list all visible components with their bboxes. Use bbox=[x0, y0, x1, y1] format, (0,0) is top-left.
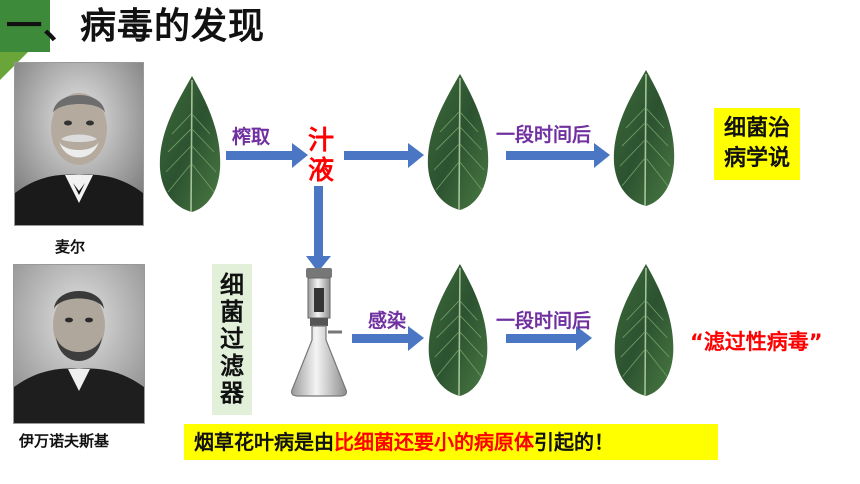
conclusion-part1: 烟草花叶病是由 bbox=[194, 430, 334, 454]
label-infect: 感染 bbox=[368, 310, 407, 332]
title-text: 病毒的发现 bbox=[80, 6, 266, 47]
theory-box: 细菌治 病学说 bbox=[714, 108, 801, 180]
conclusion-part3: 引起的！ bbox=[534, 430, 614, 454]
title-number: 一、 bbox=[6, 6, 81, 47]
conclusion-highlight: 比细菌还要小的病原体 bbox=[334, 430, 534, 454]
arrow-juice-to-leaf bbox=[344, 143, 424, 168]
arrow-juice-down bbox=[306, 186, 331, 272]
arrow-time-top bbox=[506, 143, 610, 168]
label-after-time-top: 一段时间后 bbox=[496, 124, 592, 146]
leaf-filtrate-treated-icon bbox=[426, 262, 490, 398]
filter-label: 细 菌 过 滤 器 bbox=[212, 264, 252, 415]
arrow-squeeze bbox=[226, 143, 308, 168]
leaf-diseased-bottom-icon bbox=[612, 262, 676, 398]
arrow-infect bbox=[352, 326, 424, 351]
leaf-diseased-top-icon bbox=[612, 68, 676, 208]
filter-char: 滤 bbox=[220, 352, 244, 380]
page-title: 一、病毒的发现 bbox=[6, 6, 265, 48]
label-juice-line1: 汁 bbox=[308, 126, 335, 156]
label-after-time-bottom: 一段时间后 bbox=[496, 310, 592, 332]
filter-char: 细 bbox=[220, 271, 244, 299]
leaf-juice-treated-icon bbox=[426, 72, 490, 212]
filter-char: 器 bbox=[220, 379, 244, 407]
caption-ivanovsky: 伊万诺夫斯基 bbox=[19, 432, 110, 450]
caption-mayer: 麦尔 bbox=[55, 238, 86, 256]
label-squeeze: 榨取 bbox=[232, 126, 271, 148]
filterable-virus-label: “滤过性病毒” bbox=[690, 330, 823, 354]
theory-line2: 病学说 bbox=[724, 146, 791, 171]
label-juice-line2: 液 bbox=[308, 156, 335, 186]
leaf-original-icon bbox=[158, 74, 222, 214]
arrow-time-bottom bbox=[506, 326, 592, 351]
bacterial-filter-icon bbox=[291, 268, 347, 397]
filter-char: 过 bbox=[220, 325, 244, 353]
portrait-mayer bbox=[14, 62, 144, 226]
portrait-ivanovsky bbox=[13, 264, 145, 424]
conclusion-bar: 烟草花叶病是由比细菌还要小的病原体引起的！ bbox=[184, 424, 718, 460]
title-accent-bar bbox=[0, 0, 50, 52]
theory-line1: 细菌治 bbox=[724, 116, 791, 141]
filter-char: 菌 bbox=[220, 298, 244, 326]
